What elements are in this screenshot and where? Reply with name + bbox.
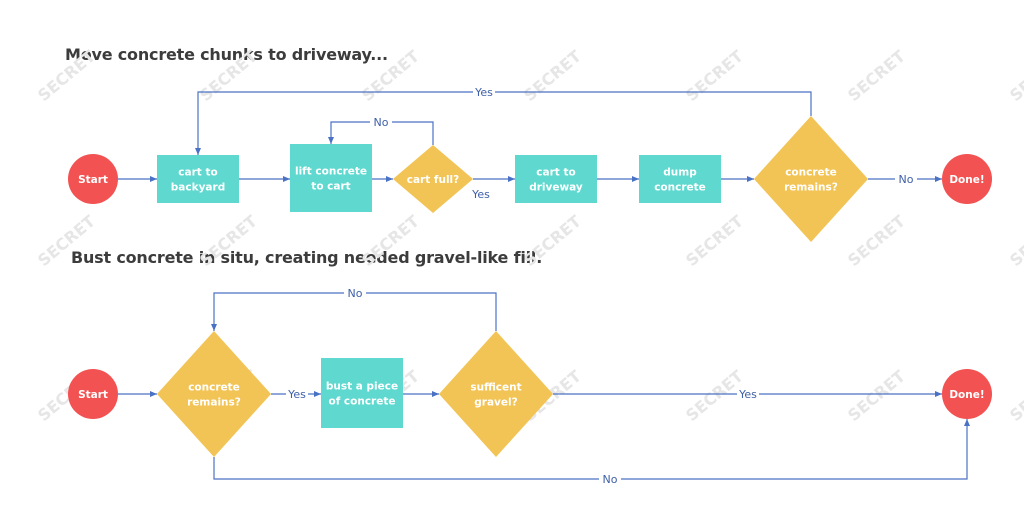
edge-line: [195, 91, 812, 155]
edge-label-bg: [370, 115, 392, 128]
edge-label: No: [348, 287, 363, 300]
edge-gravel-to-done2: Yes: [553, 387, 942, 401]
watermark-text: SECRET: [844, 46, 909, 105]
node-label: remains?: [784, 182, 838, 194]
edge-remains2-to-done2: No: [213, 419, 970, 486]
edge-full-to-lift: No: [328, 115, 434, 145]
node-dump[interactable]: dump concrete: [639, 155, 721, 203]
node-done1[interactable]: Done!: [942, 154, 992, 204]
edge-full-to-driveway: Yes: [471, 176, 515, 201]
edge-label-bg: [599, 472, 621, 485]
node-layer: Start cart to backyard lift concrete to cart…: [68, 116, 992, 457]
edge-label-bg: [895, 172, 917, 185]
edge-gravel-to-remains2: No: [211, 286, 497, 331]
watermark-text: SECRET: [682, 211, 747, 270]
watermark-text: SECRET: [520, 211, 585, 270]
watermark-text: SECRET: [1006, 211, 1024, 270]
node-done2[interactable]: Done!: [942, 369, 992, 419]
node-backyard[interactable]: cart to backyard: [157, 155, 239, 203]
watermark-text: SECRET: [34, 211, 99, 270]
watermark-text: SECRET: [844, 366, 909, 425]
process-shape: [290, 144, 372, 212]
flowchart-2-title: Bust concrete in situ, creating needed g…: [71, 248, 543, 267]
node-label: cart to: [536, 167, 575, 179]
process-shape: [157, 155, 239, 203]
node-label: gravel?: [474, 397, 517, 409]
node-label: dump: [663, 167, 697, 179]
node-label: bust a piece: [326, 381, 398, 393]
node-remains2[interactable]: concrete remains?: [157, 331, 271, 457]
node-label: Start: [78, 174, 108, 186]
node-label: driveway: [529, 182, 583, 194]
flowchart-1-title: Move concrete chunks to driveway...: [65, 45, 388, 64]
edge-label: Yes: [738, 388, 757, 401]
decision-shape: [439, 331, 553, 457]
watermark-text: SECRET: [34, 46, 99, 105]
edge-remains1-to-done1: No: [868, 172, 942, 186]
watermark-text: SECRET: [682, 46, 747, 105]
node-remains1[interactable]: concrete remains?: [754, 116, 868, 242]
watermark-text: SECRET: [358, 211, 423, 270]
terminal-shape: [942, 154, 992, 204]
watermark-text: SECRET: [196, 46, 261, 105]
edge-label: Yes: [474, 86, 493, 99]
watermark-text: SECRET: [1006, 46, 1024, 105]
node-label: concrete: [654, 182, 706, 194]
edge-label: No: [899, 173, 914, 186]
node-label: to cart: [311, 181, 350, 193]
watermark-text: SECRET: [358, 46, 423, 105]
edge-label: Yes: [471, 188, 490, 201]
decision-shape: [157, 331, 271, 457]
decision-shape: [754, 116, 868, 242]
node-label: concrete: [188, 382, 240, 394]
node-label: Done!: [949, 389, 984, 401]
edge-remains1-to-backyard: Yes: [195, 85, 812, 155]
edge-label-bg: [737, 387, 759, 400]
edge-label: Yes: [287, 388, 306, 401]
node-bust[interactable]: bust a piece of concrete: [321, 358, 403, 428]
watermark-text: SECRET: [196, 211, 261, 270]
node-start2[interactable]: Start: [68, 369, 118, 419]
node-label: backyard: [171, 182, 225, 194]
node-label: cart to: [178, 167, 217, 179]
node-label: Start: [78, 389, 108, 401]
node-gravel[interactable]: sufficent gravel?: [439, 331, 553, 457]
watermark-text: SECRET: [1006, 366, 1024, 425]
node-label: of concrete: [328, 396, 395, 408]
node-start1[interactable]: Start: [68, 154, 118, 204]
node-label: cart full?: [407, 174, 460, 186]
edge-label-bg: [344, 286, 366, 299]
process-shape: [321, 358, 403, 428]
node-label: sufficent: [470, 382, 521, 394]
edge-remains2-to-bust: Yes: [271, 387, 321, 401]
edge-label-bg: [473, 85, 495, 98]
edge-label: No: [374, 116, 389, 129]
node-driveway[interactable]: cart to driveway: [515, 155, 597, 203]
node-label: lift concrete: [295, 166, 367, 178]
terminal-shape: [942, 369, 992, 419]
node-label: remains?: [187, 397, 241, 409]
node-label: concrete: [785, 167, 837, 179]
edge-label: No: [603, 473, 618, 486]
process-shape: [515, 155, 597, 203]
decision-shape: [393, 145, 473, 213]
edge-line: [213, 419, 970, 480]
watermark-text: SECRET: [844, 211, 909, 270]
node-label: Done!: [949, 174, 984, 186]
watermark-text: SECRET: [520, 46, 585, 105]
terminal-shape: [68, 369, 118, 419]
node-full[interactable]: cart full?: [393, 145, 473, 213]
edge-label-bg: [286, 387, 308, 400]
process-shape: [639, 155, 721, 203]
terminal-shape: [68, 154, 118, 204]
node-lift[interactable]: lift concrete to cart: [290, 144, 372, 212]
